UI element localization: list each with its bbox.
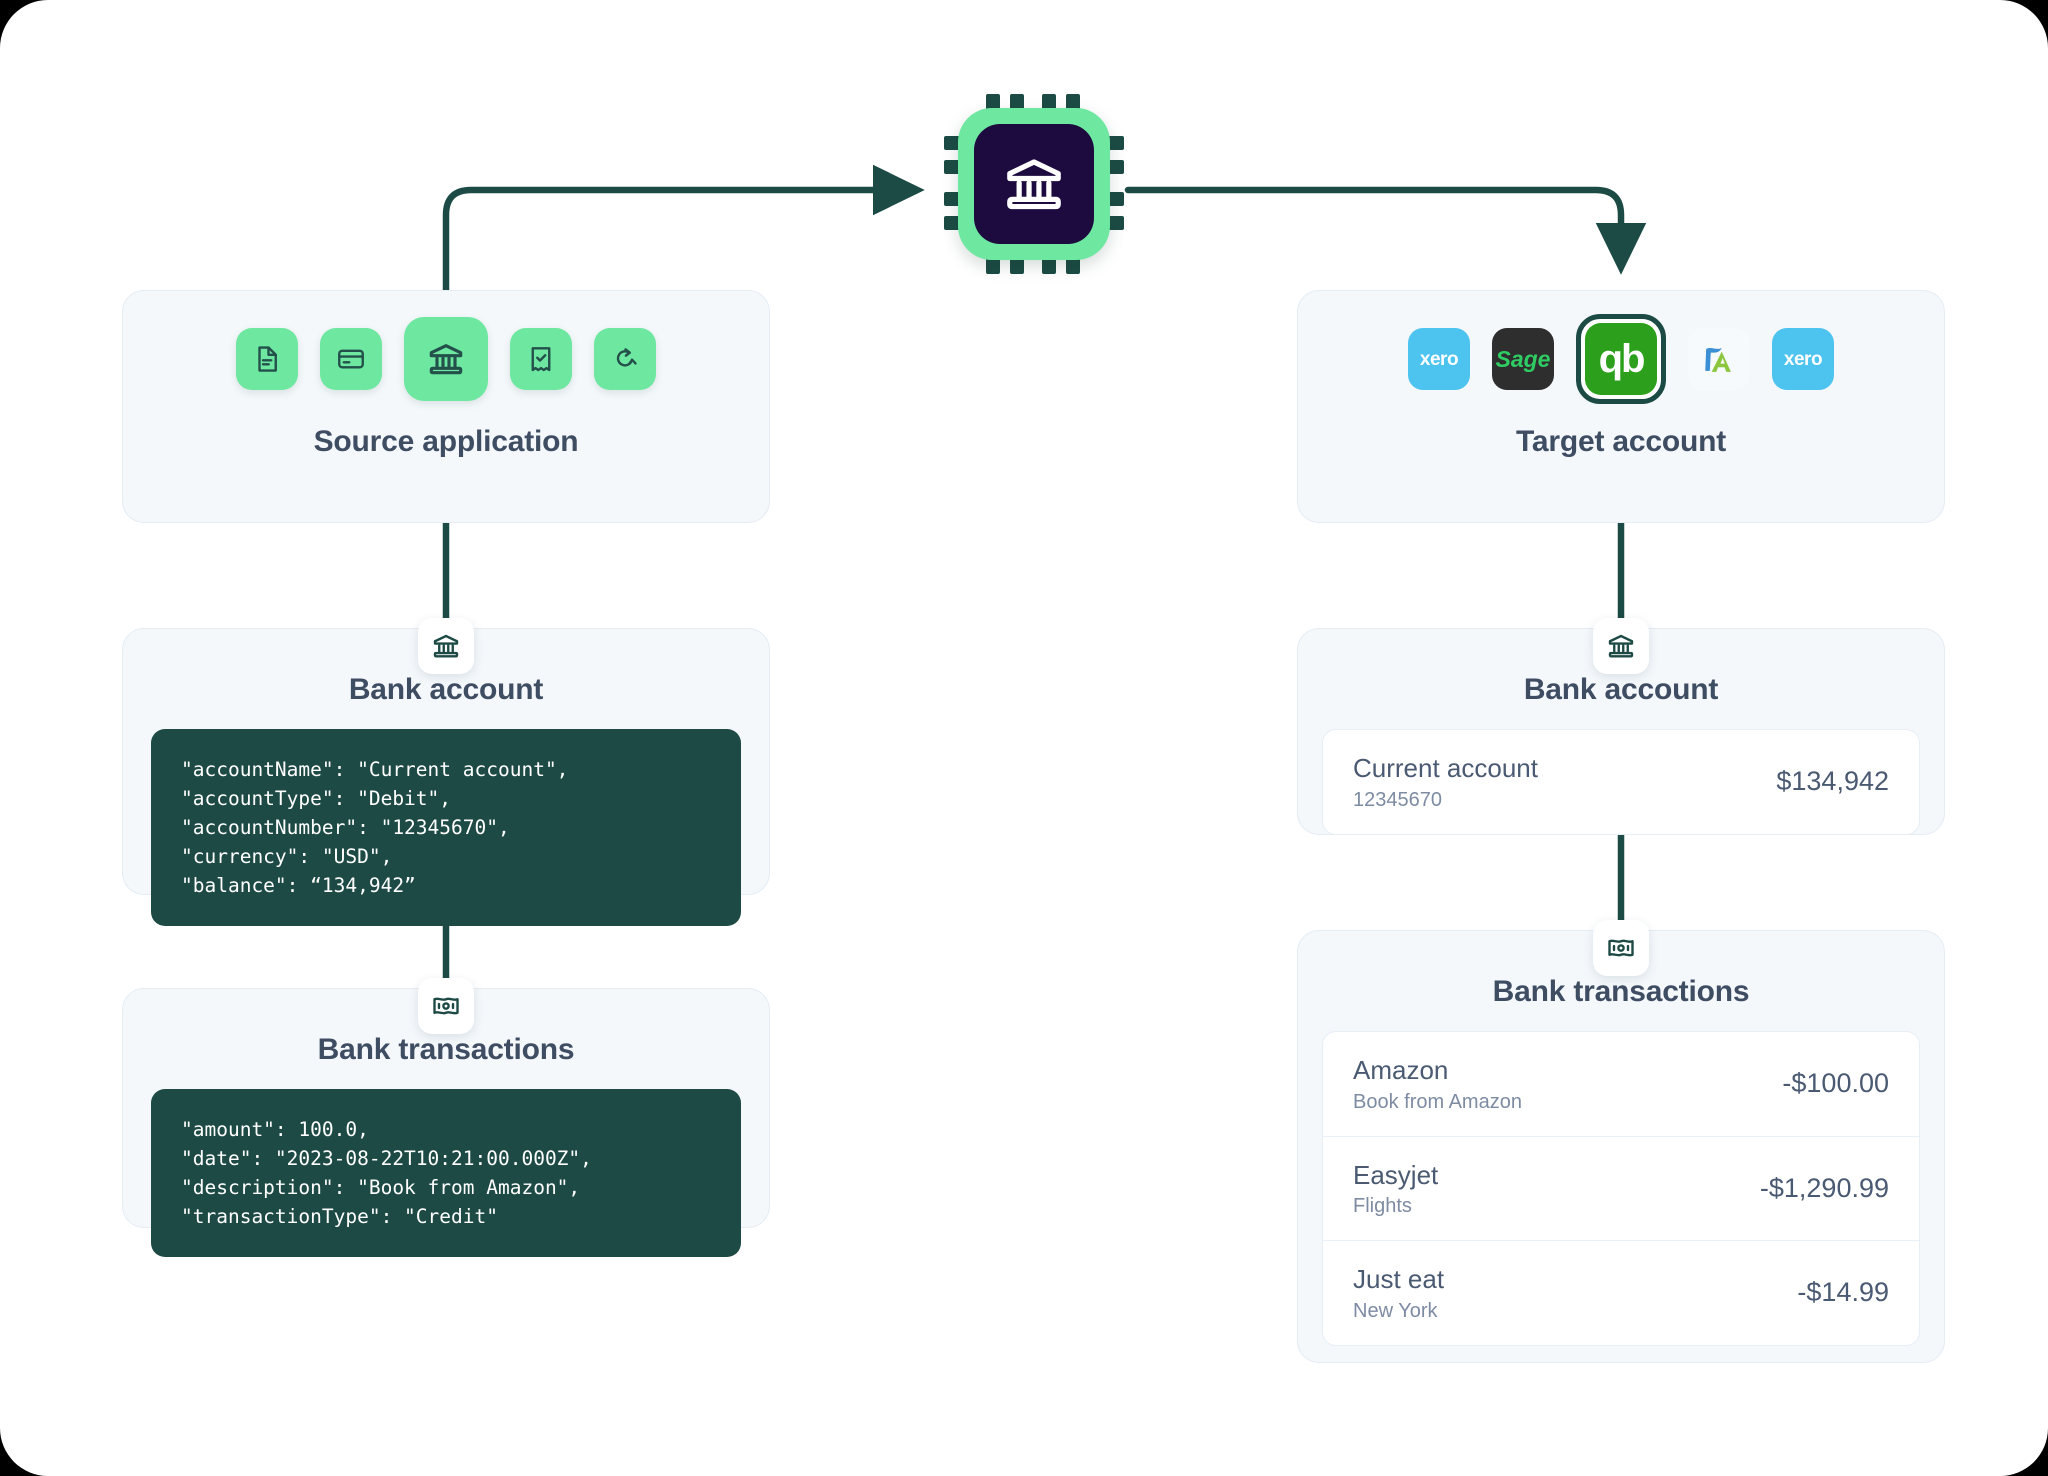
freeagent-icon [1705, 348, 1731, 372]
source-application-panel: Source application [122, 290, 770, 523]
invoice-document-icon [258, 346, 277, 372]
table-row[interactable]: Easyjet Flights -$1,290.99 [1323, 1135, 1919, 1241]
receipt-check-icon [531, 347, 551, 372]
freeagent-logo[interactable] [1688, 328, 1750, 390]
transaction-amount: -$1,290.99 [1759, 1172, 1889, 1203]
xero-logo[interactable]: xero [1408, 328, 1470, 390]
source-bank-account-badge [418, 618, 474, 674]
refresh-sync-icon [616, 348, 637, 367]
bank-icon [429, 344, 463, 375]
bank-icon [1007, 159, 1061, 210]
target-bank-transactions-panel: Bank transactions Amazon Book from Amazo… [1297, 930, 1945, 1363]
source-tile-invoice-document[interactable] [236, 328, 298, 390]
account-number: 12345670 [1353, 788, 1442, 811]
source-tile-refresh-sync[interactable] [594, 328, 656, 390]
transaction-info: Amazon Book from Amazon [1353, 1054, 1522, 1114]
source-bank-transactions-title: Bank transactions [317, 1033, 575, 1066]
table-row[interactable]: Current account 12345670 $134,942 [1323, 730, 1919, 834]
table-row[interactable]: Just eat New York -$14.99 [1323, 1240, 1919, 1345]
quickbooks-logo: qb [1585, 323, 1657, 395]
xero-logo-text: xero [1419, 348, 1459, 370]
transaction-name: Amazon [1353, 1055, 1449, 1085]
source-bank-transactions-code: "amount": 100.0, "date": "2023-08-22T10:… [151, 1089, 741, 1257]
target-account-title: Target account [1515, 425, 1726, 458]
banknote-icon [1608, 939, 1634, 957]
target-bank-transactions-list: Amazon Book from Amazon -$100.00 Easyjet… [1322, 1031, 1920, 1346]
quickbooks-logo-text: qb [1598, 337, 1646, 381]
account-info: Current account 12345670 [1353, 752, 1538, 812]
xero-logo-text: xero [1783, 348, 1823, 370]
target-bank-account-list: Current account 12345670 $134,942 [1322, 729, 1920, 835]
quickbooks-logo-selected[interactable]: qb [1576, 314, 1666, 404]
target-logo-row: xero Sage qb xero [1298, 309, 1944, 409]
transaction-info: Just eat New York [1353, 1263, 1444, 1323]
chip-core [974, 124, 1094, 244]
xero-logo[interactable]: xero [1772, 328, 1834, 390]
sage-logo[interactable]: Sage [1492, 328, 1554, 390]
banknote-icon [433, 997, 459, 1015]
target-bank-account-badge [1593, 618, 1649, 674]
account-balance: $134,942 [1776, 766, 1889, 797]
source-bank-account-title: Bank account [348, 673, 544, 706]
transaction-description: Flights [1353, 1195, 1412, 1217]
transaction-amount: -$14.99 [1797, 1277, 1889, 1308]
wire-hub-to-target [1124, 186, 1647, 275]
target-bank-transactions-title: Bank transactions [1492, 975, 1750, 1008]
source-tile-receipt-check[interactable] [510, 328, 572, 390]
wire-source-to-hub [442, 164, 925, 294]
target-bank-account-title: Bank account [1523, 673, 1719, 706]
account-name: Current account [1353, 753, 1538, 783]
source-tile-row [123, 309, 769, 409]
source-bank-account-code: "accountName": "Current account", "accou… [151, 729, 741, 926]
credit-card-icon [338, 349, 364, 369]
source-bank-transactions-badge [418, 978, 474, 1034]
bank-icon [433, 634, 459, 658]
transaction-name: Easyjet [1353, 1159, 1439, 1190]
target-bank-transactions-badge [1593, 920, 1649, 976]
transaction-name: Just eat [1353, 1264, 1445, 1294]
sage-logo-text: Sage [1495, 345, 1551, 372]
target-bank-account-panel: Bank account Current account 12345670 $1… [1297, 628, 1945, 835]
transaction-description: New York [1353, 1299, 1438, 1322]
table-row[interactable]: Amazon Book from Amazon -$100.00 [1323, 1032, 1919, 1136]
data-hub-chip [944, 94, 1124, 274]
source-application-title: Source application [313, 425, 579, 458]
transaction-info: Easyjet Flights [1353, 1159, 1438, 1219]
source-tile-credit-card[interactable] [320, 328, 382, 390]
transaction-amount: -$100.00 [1782, 1068, 1889, 1099]
source-bank-transactions-panel: Bank transactions "amount": 100.0, "date… [122, 988, 770, 1257]
source-tile-bank[interactable] [404, 317, 488, 401]
transaction-description: Book from Amazon [1353, 1090, 1522, 1113]
target-account-panel: xero Sage qb xero Target account [1297, 290, 1945, 523]
bank-icon [1608, 634, 1634, 658]
